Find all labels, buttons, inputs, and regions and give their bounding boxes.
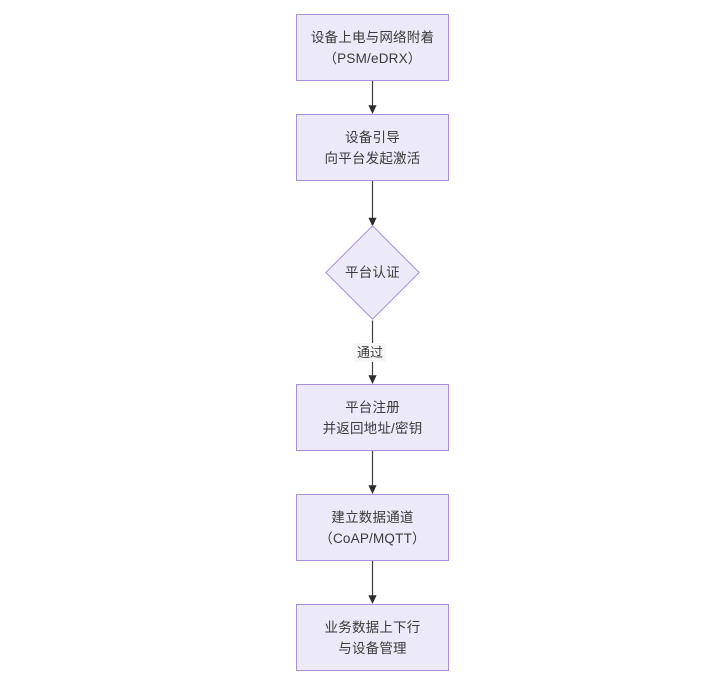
edge-label-pass: 通过	[354, 343, 387, 362]
node-text-line: 与设备管理	[338, 640, 407, 656]
edge-n2-n3	[368, 181, 377, 227]
edge-n1-n2	[368, 81, 377, 114]
node-device-bootstrap[interactable]: 设备引导 向平台发起激活	[296, 114, 449, 181]
node-device-power-on[interactable]: 设备上电与网络附着 （PSM/eDRX）	[296, 14, 449, 81]
node-text-line: 平台认证	[345, 265, 400, 280]
node-business-data[interactable]: 业务数据上下行 与设备管理	[296, 604, 449, 671]
node-platform-authentication[interactable]: 平台认证	[325, 225, 420, 320]
node-text-line: （PSM/eDRX）	[323, 50, 422, 66]
node-text-line: （CoAP/MQTT）	[319, 530, 426, 546]
node-text-line: 向平台发起激活	[324, 150, 421, 166]
node-platform-registration[interactable]: 平台注册 并返回地址/密钥	[296, 384, 449, 451]
node-text-line: 业务数据上下行	[324, 619, 421, 635]
edge-n4-n5	[368, 451, 377, 494]
node-data-channel[interactable]: 建立数据通道 （CoAP/MQTT）	[296, 494, 449, 561]
node-text-line: 设备上电与网络附着	[310, 29, 435, 45]
node-text-line: 设备引导	[345, 129, 400, 145]
node-text-line: 平台注册	[345, 399, 400, 415]
node-text-line: 并返回地址/密钥	[322, 420, 423, 436]
node-text-line: 建立数据通道	[331, 509, 414, 525]
edge-n5-n6	[368, 561, 377, 604]
